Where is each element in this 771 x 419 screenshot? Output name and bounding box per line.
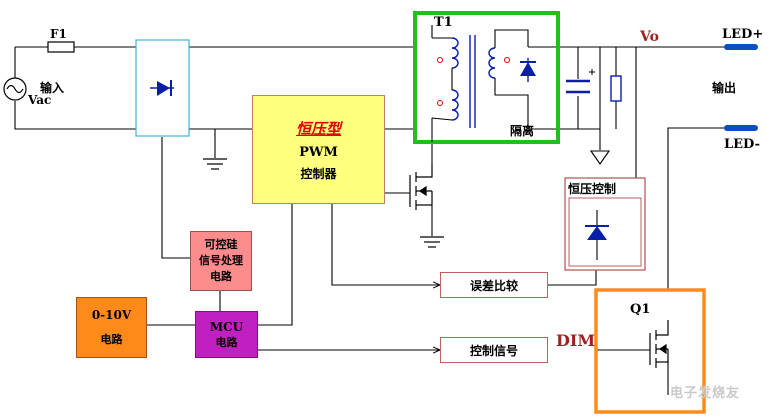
led-plus-terminal: [724, 44, 758, 50]
control-signal-block: 控制信号: [440, 337, 548, 363]
led-minus-label: LED-: [724, 137, 760, 152]
pwm-controller-block: 恒压型 PWM 控制器: [252, 95, 385, 204]
input-label: 输入: [40, 81, 65, 95]
error-compare-label: 误差比较: [469, 278, 518, 293]
pwm-sub-label: 控制器: [300, 166, 337, 181]
rectifier-icon: [135, 39, 190, 137]
scr-line2: 信号处理: [199, 254, 243, 267]
ground-icon: [589, 150, 611, 165]
isolation-label: 隔离: [510, 124, 535, 138]
dim-label: DIM: [556, 331, 596, 350]
mcu-block: MCU 电路: [195, 311, 258, 358]
ground-icon: [203, 158, 227, 170]
led-minus-terminal: [724, 125, 758, 131]
v010-line2: 电路: [100, 332, 123, 346]
resistor-icon: [610, 75, 622, 102]
mcu-line2: 电路: [215, 335, 238, 349]
error-compare-block: 误差比较: [440, 272, 548, 298]
mcu-line1: MCU: [209, 319, 244, 334]
mosfet-icon: [409, 165, 433, 210]
pwm-type-label: 恒压型: [295, 119, 341, 138]
v010-block: 0-10V 电路: [76, 297, 147, 358]
ac-source-icon: [3, 77, 27, 101]
q1-mosfet-icon: [649, 320, 669, 368]
q1-label: Q1: [630, 302, 651, 317]
watermark-logo: 电子发烧友: [670, 386, 741, 401]
ground-icon: [420, 236, 444, 248]
ac-source-label: Vac: [28, 93, 52, 107]
cv-control-block: [564, 177, 646, 271]
led-plus-label: LED+: [722, 27, 764, 42]
capacitor-icon: [566, 79, 590, 94]
vo-label: Vo: [640, 29, 659, 45]
plus-sign-icon: [589, 69, 595, 75]
scr-signal-block: 可控硅 信号处理 电路: [190, 231, 252, 291]
v010-line1: 0-10V: [91, 308, 132, 323]
scr-line1: 可控硅: [204, 238, 238, 251]
pwm-name-label: PWM: [299, 144, 338, 160]
scr-line3: 电路: [210, 270, 232, 283]
fuse-icon: [47, 41, 75, 53]
output-label: 输出: [712, 81, 737, 95]
control-signal-label: 控制信号: [469, 343, 518, 358]
fuse-label: F1: [50, 27, 67, 41]
cv-control-label: 恒压控制: [568, 182, 617, 196]
transformer-label: T1: [434, 15, 453, 30]
dim-box: [594, 288, 706, 414]
transformer-icon: [413, 11, 560, 144]
